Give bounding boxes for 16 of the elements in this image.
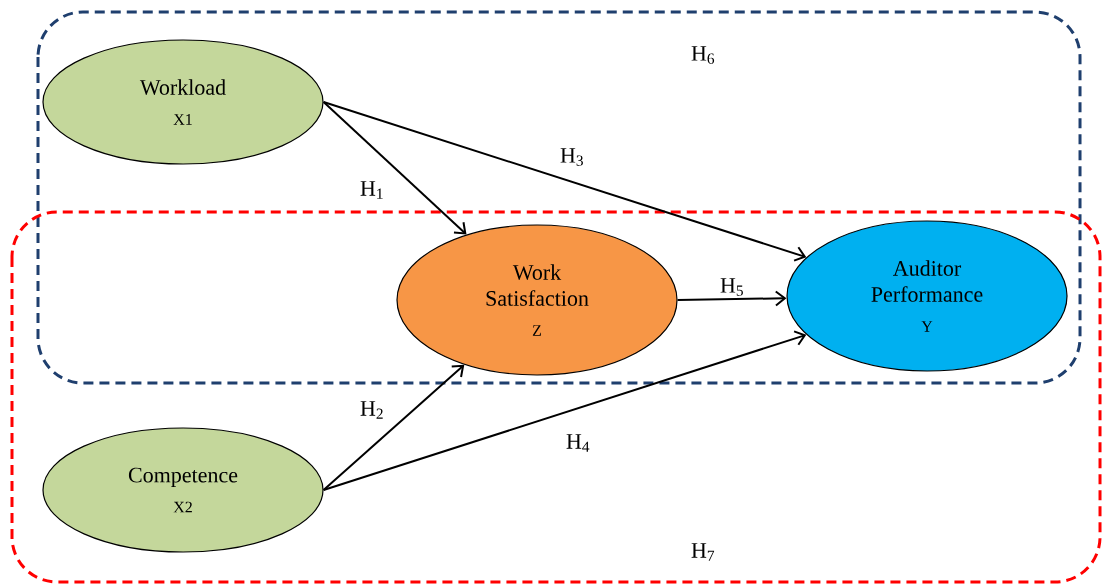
arrow (322, 364, 465, 491)
region-label: H$_{6}$ (691, 46, 715, 64)
edge-label: H$_{5}$ (718, 277, 746, 297)
edge-label: H$_{4}$ (564, 433, 592, 453)
edge-label: H$_{3}$ (558, 147, 586, 167)
arrow (322, 101, 467, 235)
edge-label: H$_{1}$ (358, 180, 386, 200)
edge-label: H$_{2}$ (358, 400, 386, 420)
arrow (676, 290, 787, 307)
ellipse-node: Work Satisfaction Z (396, 224, 678, 376)
ellipse-node: Competence X2 (42, 427, 324, 553)
ellipse-node: Auditor Performance Y (786, 220, 1068, 372)
arrow (322, 101, 807, 262)
ellipse-node: Workload X1 (42, 39, 324, 165)
arrow (322, 330, 807, 491)
region-label: H$_{7}$ (691, 543, 715, 561)
